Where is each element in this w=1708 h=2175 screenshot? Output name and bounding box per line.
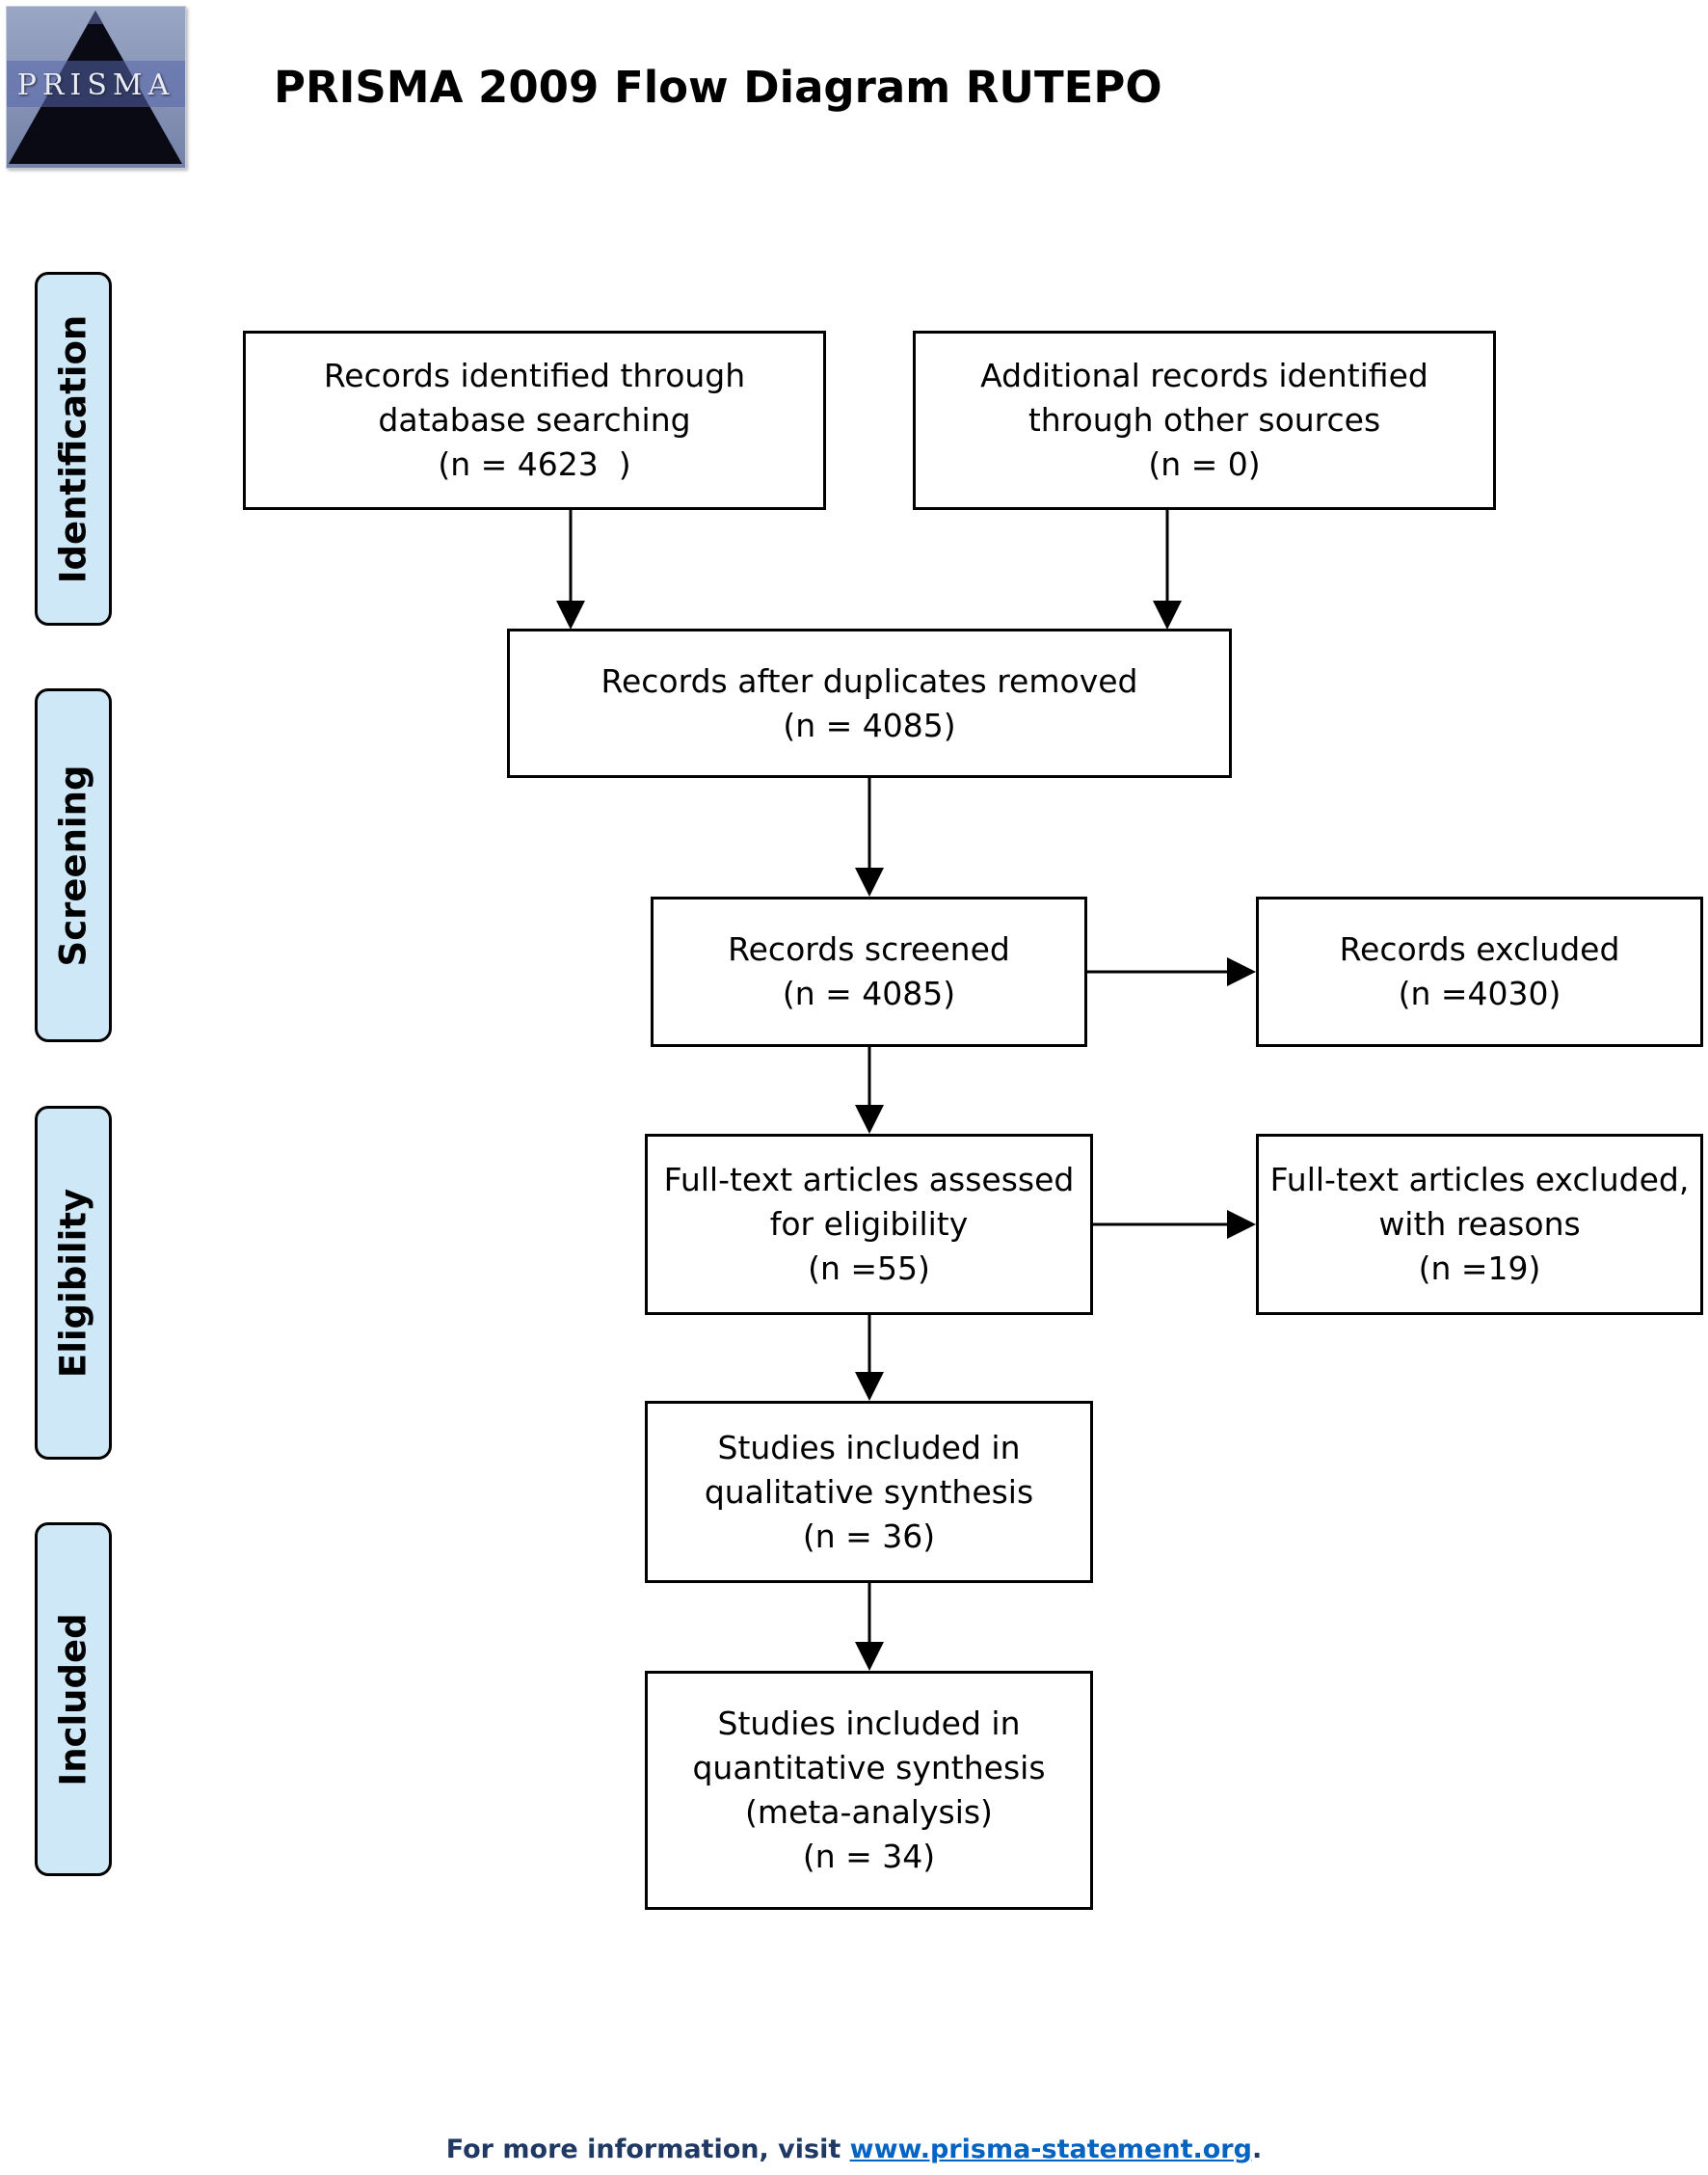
box-database-line2: database searching: [378, 401, 691, 439]
box-duplicates-line1: Records after duplicates removed: [600, 661, 1138, 700]
footer-suffix: .: [1251, 2135, 1263, 2164]
box-other-count: (n = 0): [1148, 445, 1261, 483]
box-qualitative-synthesis: Studies included in qualitative synthesi…: [645, 1401, 1093, 1583]
box-fulltext-excluded-count: (n =19): [1418, 1249, 1541, 1287]
stage-identification: Identification: [35, 272, 112, 626]
box-database-count: (n = 4623 ): [438, 445, 631, 483]
stage-eligibility: Eligibility: [35, 1106, 112, 1460]
box-records-excluded: Records excluded (n =4030): [1256, 897, 1703, 1047]
box-quantitative-line2: quantitative synthesis: [692, 1749, 1046, 1786]
box-duplicates-removed: Records after duplicates removed (n = 40…: [507, 629, 1232, 778]
stage-included: Included: [35, 1522, 112, 1876]
box-quantitative-synthesis: Studies included in quantitative synthes…: [645, 1671, 1093, 1910]
box-fulltext-line2: for eligibility: [769, 1205, 969, 1243]
stage-screening: Screening: [35, 688, 112, 1042]
box-qualitative-line2: qualitative synthesis: [704, 1472, 1034, 1511]
box-screened-count: (n = 4085): [782, 975, 956, 1012]
box-other-line1: Additional records identified: [980, 357, 1428, 394]
footer-info: For more information, visit www.prisma-s…: [0, 2135, 1708, 2164]
box-quantitative-line3: (meta-analysis): [745, 1793, 993, 1831]
box-qualitative-line1: Studies included in: [717, 1428, 1021, 1466]
prisma-logo: PRISMA: [6, 6, 186, 169]
box-other-line2: through other sources: [1027, 401, 1381, 439]
footer-link[interactable]: www.prisma-statement.org: [849, 2135, 1252, 2164]
prisma-pyramid-icon: [7, 11, 185, 164]
box-qualitative-count: (n = 36): [802, 1517, 936, 1555]
box-other-sources: Additional records identified through ot…: [913, 331, 1496, 510]
box-quantitative-count: (n = 34): [802, 1838, 936, 1875]
box-excluded-line1: Records excluded: [1339, 930, 1620, 968]
logo-text: PRISMA: [16, 68, 175, 102]
box-records-screened: Records screened (n = 4085): [651, 897, 1087, 1047]
box-fulltext-line1: Full-text articles assessed: [663, 1161, 1075, 1198]
footer-prefix: For more information, visit: [445, 2135, 850, 2164]
page-title: PRISMA 2009 Flow Diagram RUTEPO: [274, 62, 1162, 113]
box-database-line1: Records identified through: [323, 357, 746, 394]
box-fulltext-assessed: Full-text articles assessed for eligibil…: [645, 1134, 1093, 1315]
box-screened-line1: Records screened: [728, 930, 1010, 968]
box-fulltext-count: (n =55): [808, 1249, 930, 1287]
box-fulltext-excluded-line2: with reasons: [1378, 1205, 1581, 1243]
box-fulltext-excluded: Full-text articles excluded, with reason…: [1256, 1134, 1703, 1315]
box-quantitative-line1: Studies included in: [717, 1705, 1021, 1742]
box-duplicates-count: (n = 4085): [783, 706, 956, 744]
box-fulltext-excluded-line1: Full-text articles excluded,: [1269, 1161, 1690, 1198]
box-excluded-count: (n =4030): [1398, 975, 1561, 1012]
box-database-records: Records identified through database sear…: [243, 331, 826, 510]
